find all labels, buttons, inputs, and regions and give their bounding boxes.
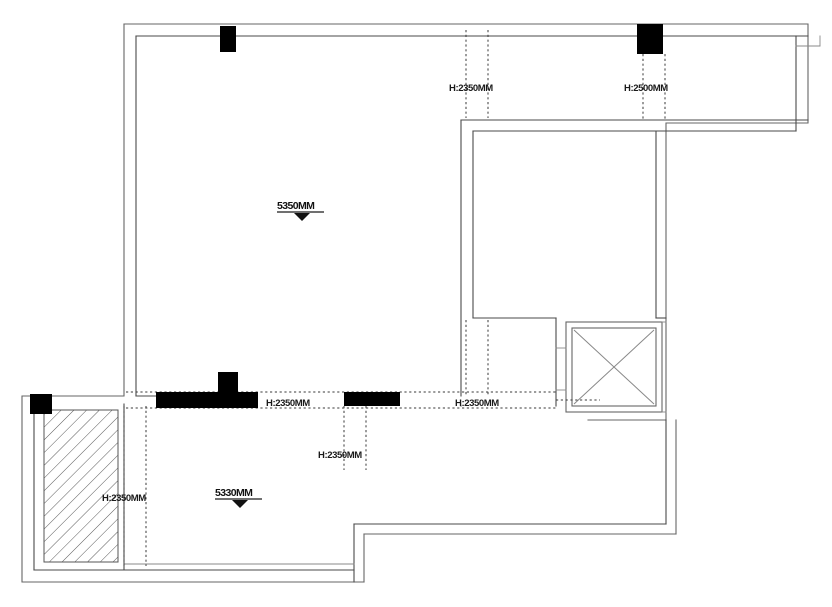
dim-label-lower-center: H:2350MM	[318, 450, 362, 461]
beam-dashed-guides	[123, 30, 666, 566]
elevation-marker-lower	[215, 498, 262, 508]
shaft-void-box	[555, 321, 667, 413]
dim-label-balcony-left: H:2350MM	[102, 493, 146, 504]
dim-label-mid-left-beam: H:2350MM	[266, 398, 310, 409]
main-living-walls	[135, 35, 809, 397]
elevation-label-lower: 5330MM	[215, 487, 253, 499]
column-top-left	[220, 26, 236, 52]
elevation-marker-main	[277, 211, 324, 221]
structural-columns	[30, 24, 663, 414]
dim-label-top-left-beam: H:2350MM	[449, 83, 493, 94]
column-balcony-nw	[30, 394, 52, 414]
hatched-balcony-area	[43, 403, 125, 571]
right-wing-walls	[472, 35, 821, 407]
column-mid-stub	[218, 372, 238, 394]
dim-label-mid-right-beam: H:2350MM	[455, 398, 499, 409]
lower-room-walls	[33, 395, 677, 583]
solid-beams	[156, 392, 400, 408]
dim-label-top-right-beam: H:2500MM	[624, 83, 668, 94]
outer-wall-envelope	[21, 23, 809, 583]
elevation-label-main: 5350MM	[277, 200, 315, 212]
column-top-right	[637, 24, 663, 54]
